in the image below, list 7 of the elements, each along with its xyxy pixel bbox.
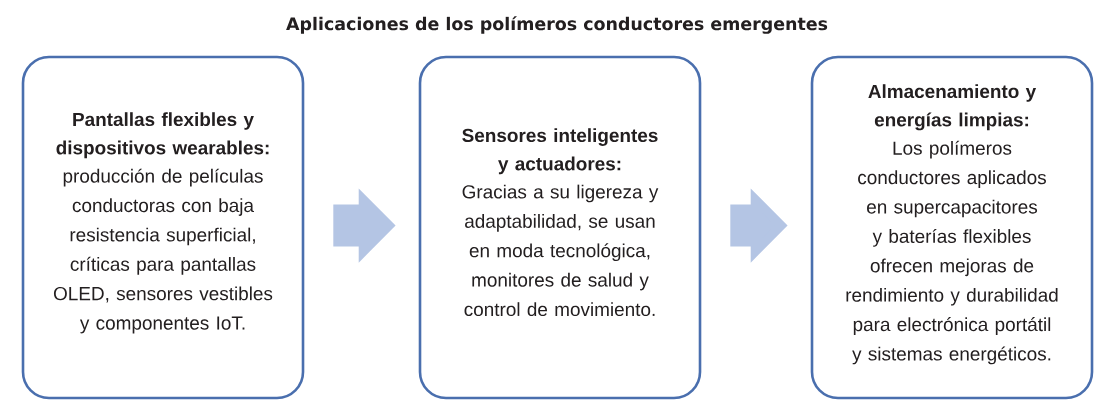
- box-text: producción de películas conductoras con baja resistencia superficial, críticas para pantallas OLED, sensores vestibles y componentes IoT.: [53, 168, 273, 334]
- box-text: Gracias a su ligereza y adaptabilidad, se usan en moda tecnológica, monitores de salud y control de movimiento.: [462, 184, 659, 317]
- box-heading: Almacenamiento y energías limpias:: [868, 84, 1037, 131]
- box-heading: Sensores inteligentes y actuadores:: [462, 128, 658, 175]
- diagram-title: Aplicaciones de los polímeros conductores emergentes: [286, 16, 828, 34]
- box-heading: Pantallas flexibles y dispositivos wearables:: [56, 112, 269, 159]
- box-text: Los polímeros conductores aplicados en supercapacitores y baterías flexibles ofrecen mejoras de rendimiento y durabilidad para electrónica portátil y sistemas energéticos.: [846, 140, 1058, 365]
